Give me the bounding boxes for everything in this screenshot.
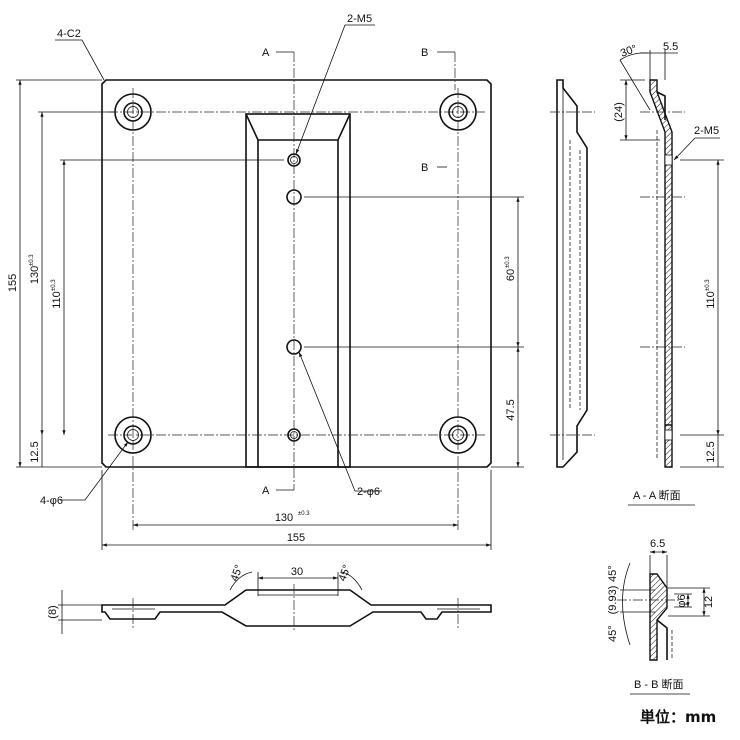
dim-phi6: φ6 bbox=[676, 594, 688, 607]
dim-110-v: 110 bbox=[51, 291, 63, 309]
section-bb-label: B - B 断面 bbox=[634, 677, 684, 691]
plate-outline bbox=[101, 79, 492, 468]
section-b-marker: B bbox=[421, 47, 428, 59]
dim-width: 155 bbox=[287, 532, 305, 544]
dim-60: 60 bbox=[505, 269, 517, 281]
angle-bottom: 45° bbox=[607, 625, 619, 642]
corner-holes bbox=[114, 93, 477, 454]
corner-hole-note: 4-φ6 bbox=[40, 495, 63, 507]
dim-110: 110 bbox=[705, 291, 717, 309]
dim-24: (24) bbox=[613, 102, 625, 122]
dim-tol: ±0.3 bbox=[505, 256, 511, 268]
dim-12: 12 bbox=[703, 596, 715, 608]
dim-47-5: 47.5 bbox=[505, 399, 517, 420]
section-a-marker: A bbox=[262, 485, 270, 497]
center-hole-note: 2-φ6 bbox=[357, 486, 380, 498]
angle-top: 45° bbox=[607, 565, 619, 582]
dim-tol: ±0.3 bbox=[29, 254, 35, 266]
dimension-lines bbox=[18, 24, 520, 547]
dim-tol: ±0.3 bbox=[51, 279, 57, 291]
tapped-note: 2-M5 bbox=[347, 13, 372, 25]
side-view bbox=[550, 79, 595, 468]
angle-30: 30° bbox=[619, 43, 639, 60]
dim-130-v: 130 bbox=[29, 266, 41, 284]
section-aa: 30° 5.5 (24) 2-M5 110±0.3 12.5 A - A 断面 bbox=[613, 41, 724, 506]
dim-tol: ±0.3 bbox=[705, 279, 711, 291]
dim-12-5: 12.5 bbox=[705, 441, 717, 462]
dim-tol: ±0.3 bbox=[298, 511, 310, 517]
extension-lines bbox=[16, 79, 524, 550]
dim-5-5: 5.5 bbox=[663, 41, 678, 53]
dim-8: (8) bbox=[47, 605, 59, 618]
dim-6-5: 6.5 bbox=[650, 538, 665, 550]
angle-left: 45° bbox=[229, 563, 246, 583]
dim-12-5: 12.5 bbox=[29, 441, 41, 462]
center-channel bbox=[245, 113, 351, 468]
front-view: 4-C2 2-M5 4-φ6 2-φ6 A A B B 155 130±0.3 … bbox=[7, 13, 524, 550]
tapped-note: 2-M5 bbox=[694, 125, 719, 137]
section-aa-label: A - A 断面 bbox=[633, 488, 681, 502]
chamfer-note: 4-C2 bbox=[57, 28, 81, 40]
bottom-view: (8) 30 45° 45° bbox=[47, 563, 492, 634]
center-lines bbox=[108, 52, 485, 530]
section-a-marker: A bbox=[262, 47, 270, 59]
dim-30: 30 bbox=[291, 566, 303, 578]
dim-130-h: 130 bbox=[275, 512, 293, 524]
section-bb: 6.5 45° (9.93) 45° φ6 12 B - B 断面 bbox=[607, 538, 715, 695]
unit-label: 単位：mm bbox=[640, 708, 717, 726]
dim-height: 155 bbox=[7, 274, 19, 292]
dim-9-93: (9.93) bbox=[607, 586, 619, 615]
section-b-marker: B bbox=[421, 162, 428, 174]
angle-right: 45° bbox=[337, 563, 354, 583]
